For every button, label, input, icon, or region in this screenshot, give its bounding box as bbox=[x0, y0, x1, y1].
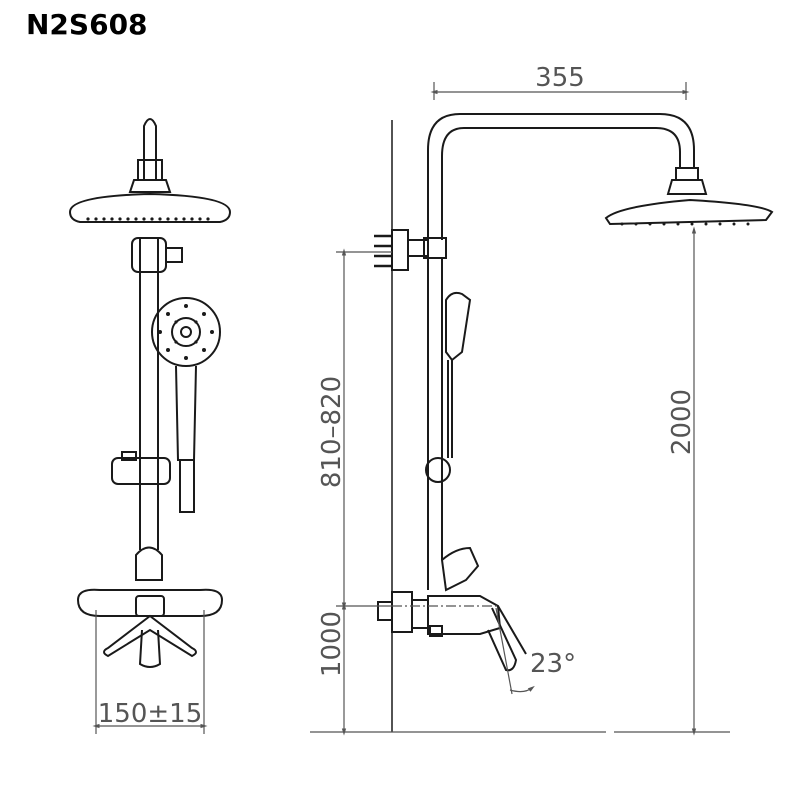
dim-arc-23 bbox=[509, 685, 535, 693]
front-top-arm bbox=[143, 118, 157, 180]
side-wall-flange bbox=[391, 591, 413, 633]
front-mixer-knob bbox=[135, 595, 165, 617]
dim-text-150: 150±15 bbox=[98, 699, 203, 729]
dim-text-355: 355 bbox=[535, 63, 585, 93]
front-mixer-body bbox=[76, 588, 224, 617]
side-holder-knob bbox=[425, 457, 451, 483]
front-diverter bbox=[135, 546, 163, 581]
side-diverter bbox=[440, 546, 480, 592]
front-hose-cone bbox=[179, 459, 195, 513]
front-hand-shower-nozzles bbox=[158, 304, 214, 360]
front-rain-nozzles bbox=[86, 217, 210, 221]
side-top-arm bbox=[427, 113, 695, 240]
side-hand-shower bbox=[445, 291, 472, 362]
side-wall-bracket bbox=[391, 229, 409, 271]
front-lever bbox=[103, 614, 197, 658]
front-wall-bracket bbox=[131, 237, 167, 273]
side-lever bbox=[487, 607, 518, 672]
dim-text-angle: 23° bbox=[530, 649, 576, 679]
front-view bbox=[68, 118, 232, 668]
side-rain-head bbox=[604, 198, 774, 226]
front-slide-holder bbox=[111, 457, 171, 485]
dim-text-1000: 1000 bbox=[317, 611, 347, 677]
dimension-lines bbox=[92, 82, 730, 736]
dim-text-810-820: 810–820 bbox=[317, 376, 347, 488]
side-mixer-body bbox=[427, 595, 502, 635]
front-hand-shower-head bbox=[151, 297, 221, 367]
front-arm-connector bbox=[137, 159, 163, 181]
model-code: N2S608 bbox=[26, 8, 148, 41]
side-view bbox=[374, 113, 774, 732]
front-hand-shower-handle bbox=[175, 365, 197, 461]
front-rain-head bbox=[68, 192, 232, 223]
dim-text-2000: 2000 bbox=[667, 389, 697, 455]
